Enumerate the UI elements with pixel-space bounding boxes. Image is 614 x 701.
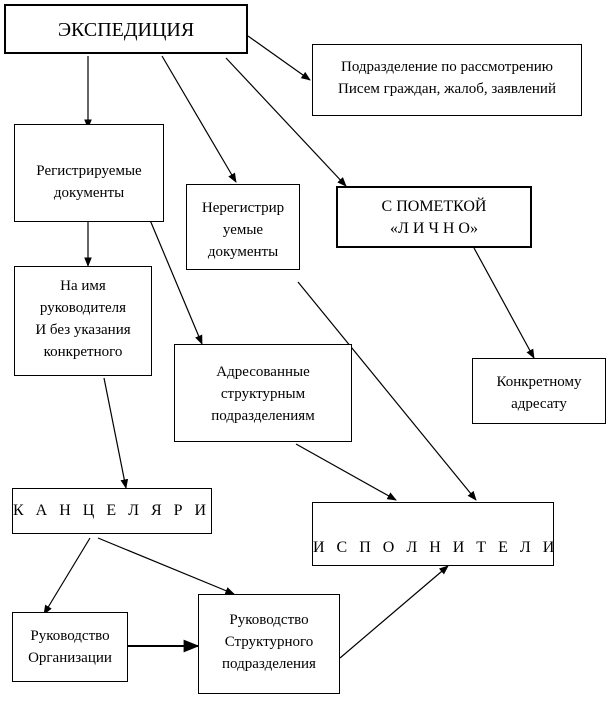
personal-line-2: «Л И Ч Н О» bbox=[390, 220, 478, 237]
addressed-line-3: подразделениям bbox=[211, 408, 315, 424]
arrow-unregistered-to-executors bbox=[297, 281, 477, 501]
arrow-expedition-to-unregistered bbox=[161, 55, 237, 183]
executors-label: И С П О Л Н И Т Е Л И bbox=[313, 539, 554, 556]
organization-management-box: Руководство Организации bbox=[12, 612, 128, 682]
arrow-addressed-to-executors bbox=[295, 443, 397, 501]
registered-line-2: документы bbox=[53, 185, 125, 201]
division-line-2: Писем граждан, жалоб, заявлений bbox=[338, 81, 556, 97]
specific-line-1: Конкретному bbox=[496, 374, 582, 390]
unregistered-line-2: уемые bbox=[222, 222, 264, 238]
specific-addressee-box: Конкретному адресату bbox=[472, 358, 606, 424]
arrow-struct-mgmt-to-executors bbox=[339, 565, 449, 659]
registered-documents-box: Регистрируемые документы bbox=[14, 124, 164, 222]
arrow-expedition-to-personal bbox=[225, 57, 347, 187]
arrow-head-to-chancellery bbox=[103, 377, 129, 489]
citizen-letters-division-box: Подразделение по рассмотрению Писем граж… bbox=[312, 44, 582, 116]
expedition-box: ЭКСПЕДИЦИЯ bbox=[4, 4, 248, 54]
addressed-line-2: структурным bbox=[220, 386, 306, 402]
struct-mgmt-line-1: Руководство bbox=[229, 612, 309, 628]
org-mgmt-line-1: Руководство bbox=[30, 628, 110, 644]
addressed-to-head-box: На имя руководителя И без указания конкр… bbox=[14, 266, 152, 376]
division-management-box: Руководство Структурного подразделения bbox=[198, 594, 340, 694]
arrow-chancellery-to-org-mgmt bbox=[43, 537, 91, 615]
arrow-chancellery-to-struct-mgmt bbox=[97, 537, 235, 595]
struct-mgmt-line-2: Структурного bbox=[224, 634, 314, 650]
unregistered-documents-box: Нерегистрир уемые документы bbox=[186, 184, 300, 270]
head-line-4: конкретного bbox=[43, 344, 123, 360]
arrow-registered-to-addressed bbox=[149, 219, 203, 345]
addressed-line-1: Адресованные bbox=[216, 364, 310, 380]
org-mgmt-line-2: Организации bbox=[28, 650, 112, 666]
addressed-to-divisions-box: Адресованные структурным подразделениям bbox=[174, 344, 352, 442]
unregistered-line-1: Нерегистрир bbox=[201, 200, 285, 216]
personal-mark-box: С ПОМЕТКОЙ «Л И Ч Н О» bbox=[336, 186, 532, 248]
arrow-expedition-to-division bbox=[247, 35, 311, 81]
head-line-1: На имя bbox=[60, 278, 106, 294]
executors-box: И С П О Л Н И Т Е Л И bbox=[312, 502, 554, 566]
arrow-personal-to-specific bbox=[473, 247, 535, 359]
head-line-3: И без указания bbox=[35, 322, 131, 338]
registered-line-1: Регистрируемые bbox=[36, 163, 142, 179]
chancellery-label: К А Н Ц Е Л Я Р И Я bbox=[13, 502, 212, 519]
struct-mgmt-line-3: подразделения bbox=[222, 656, 316, 672]
unregistered-line-3: документы bbox=[207, 244, 279, 260]
chancellery-box: К А Н Ц Е Л Я Р И Я bbox=[12, 488, 212, 534]
head-line-2: руководителя bbox=[39, 300, 127, 316]
division-line-1: Подразделение по рассмотрению bbox=[341, 59, 553, 75]
specific-line-2: адресату bbox=[511, 396, 567, 412]
expedition-label: ЭКСПЕДИЦИЯ bbox=[57, 19, 195, 41]
personal-line-1: С ПОМЕТКОЙ bbox=[381, 198, 487, 215]
